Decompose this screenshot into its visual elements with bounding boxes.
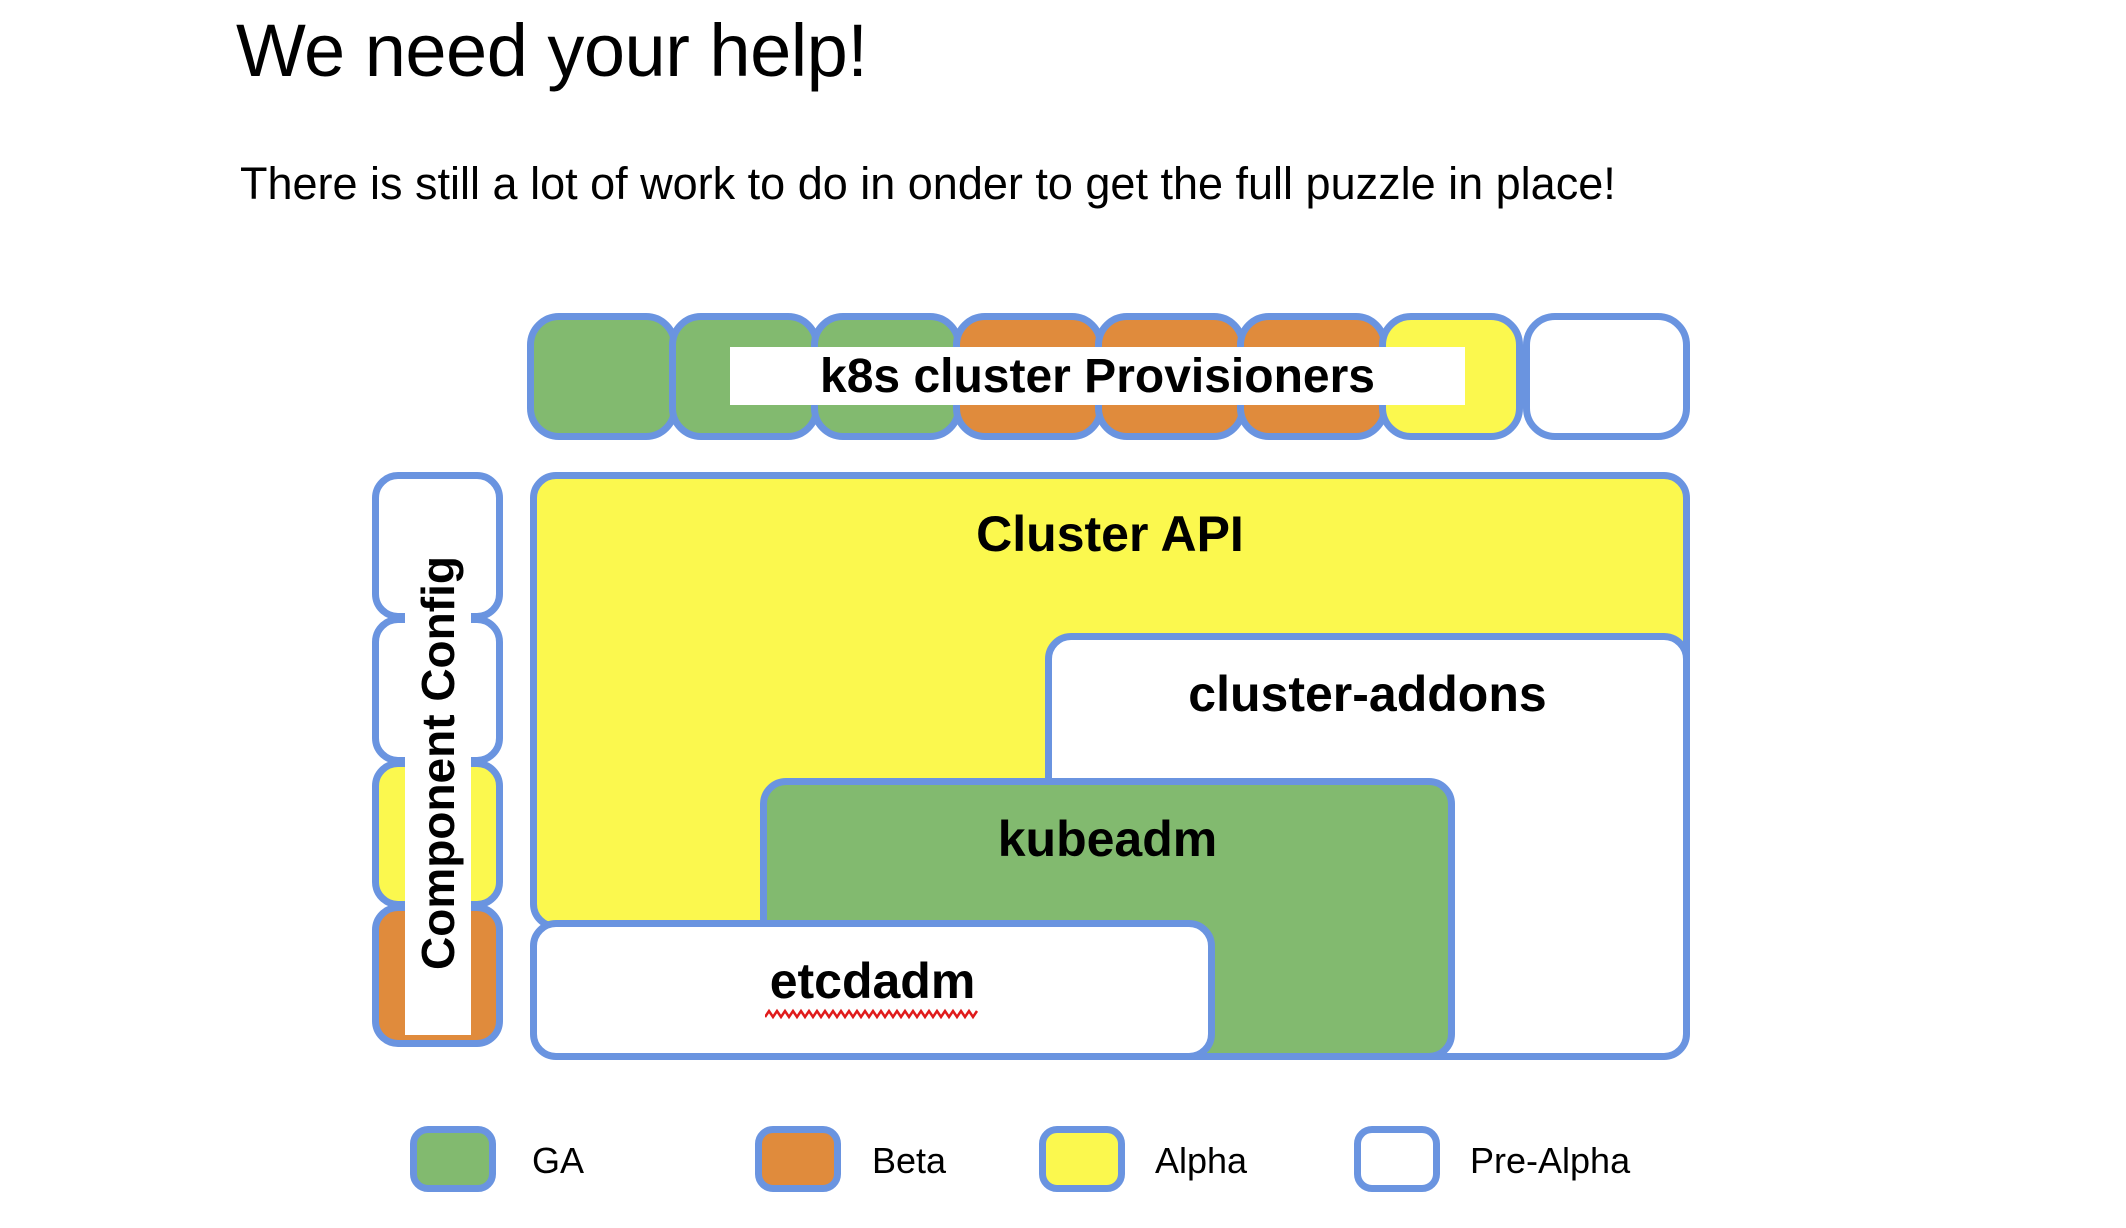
provisioner-tile-1 — [527, 313, 678, 440]
legend-label-pre-alpha: Pre-Alpha — [1470, 1140, 1631, 1181]
cluster-api-label: Cluster API — [976, 506, 1244, 562]
legend-label-beta: Beta — [872, 1140, 947, 1181]
etcdadm-block — [530, 920, 1215, 1060]
kubeadm-label: kubeadm — [997, 811, 1218, 867]
provisioner-tile-8 — [1523, 313, 1690, 440]
etcdadm-label: etcdadm — [769, 953, 976, 1009]
legend-swatch-alpha — [1039, 1126, 1125, 1192]
page-title: We need your help! — [236, 9, 868, 92]
page-subtitle: There is still a lot of work to do in on… — [240, 158, 1616, 209]
component-config-label: Component Config — [412, 555, 465, 970]
legend-swatch-beta — [755, 1126, 841, 1192]
legend-swatch-pre-alpha — [1354, 1126, 1440, 1192]
legend-swatch-ga — [410, 1126, 496, 1192]
legend-label-alpha: Alpha — [1155, 1140, 1248, 1181]
legend-label-ga: GA — [532, 1140, 585, 1181]
provisioners-row-label: k8s cluster Provisioners — [730, 347, 1465, 405]
cluster-addons-label: cluster-addons — [1188, 666, 1547, 722]
component-config-label-box: Component Config — [405, 490, 471, 1035]
